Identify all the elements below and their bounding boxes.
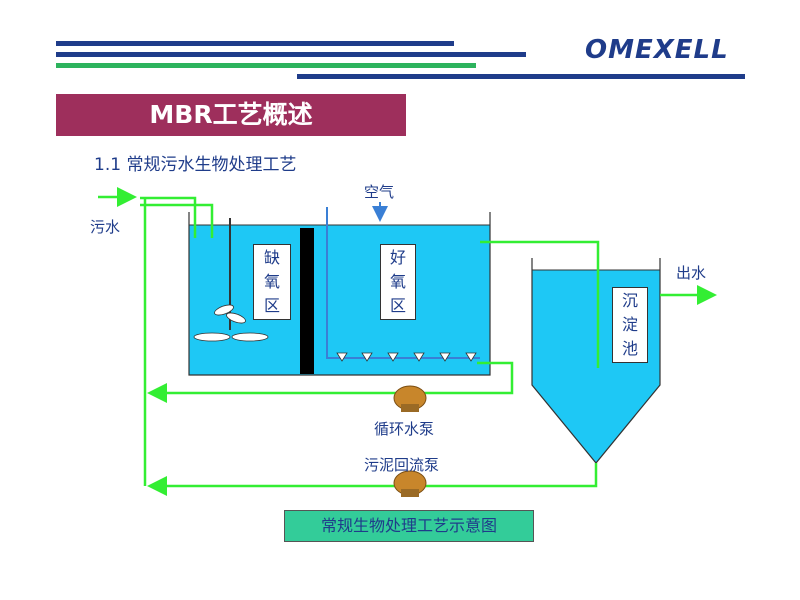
clarifier-char-2: 淀 — [621, 315, 638, 334]
title-bar: MBR工艺概述 — [56, 94, 406, 136]
aerobic-char-2: 氧 — [389, 272, 406, 291]
partition-wall — [300, 228, 314, 374]
aerobic-zone-label: 好 氧 区 — [380, 244, 416, 320]
anoxic-char-2: 氧 — [263, 272, 280, 291]
omexell-logo: OMEXELL — [585, 35, 729, 65]
header-stripe-3 — [56, 63, 476, 68]
mixer-blade-left — [193, 332, 231, 342]
clarifier-char-1: 沉 — [621, 291, 638, 310]
mixer-hub-2 — [226, 312, 246, 324]
anoxic-char-3: 区 — [263, 296, 280, 315]
diagram-caption: 常规生物处理工艺示意图 — [320, 516, 497, 535]
mixer-hub-1 — [214, 304, 234, 316]
clarifier-label: 沉 淀 池 — [612, 287, 648, 363]
section-subtitle: 1.1 常规污水生物处理工艺 — [94, 155, 297, 175]
circulation-pump-label: 循环水泵 — [374, 420, 435, 438]
air-label: 空气 — [364, 183, 395, 201]
header-stripe-4 — [297, 74, 745, 79]
mixer-blade-right — [231, 332, 269, 342]
sludge-return-pipe — [147, 463, 598, 496]
page-title: MBR工艺概述 — [149, 100, 313, 129]
bioreactor-water — [189, 225, 490, 375]
sludge-return-pump — [393, 470, 427, 497]
header-stripe-2 — [56, 52, 526, 57]
anoxic-zone-label: 缺 氧 区 — [253, 244, 291, 320]
bioreactor-walls — [188, 212, 491, 376]
sludge-pump-label: 污泥回流泵 — [364, 456, 440, 474]
inlet-pipe-b — [140, 203, 214, 238]
aerobic-char-1: 好 — [389, 248, 406, 267]
inlet-label: 污水 — [90, 218, 121, 236]
aerobic-char-3: 区 — [389, 296, 406, 315]
clarifier-char-3: 池 — [621, 339, 638, 358]
inlet-pipe-a — [140, 196, 197, 238]
overflow-pipe — [480, 240, 600, 368]
anoxic-char-1: 缺 — [263, 248, 280, 267]
circulation-pipe — [147, 361, 514, 403]
air-pipe — [326, 207, 480, 359]
circulation-pump — [393, 385, 427, 412]
air-diffusers — [336, 352, 477, 362]
header-stripe-1 — [56, 41, 454, 46]
caption-box: 常规生物处理工艺示意图 — [284, 510, 534, 542]
outlet-label: 出水 — [676, 264, 707, 282]
